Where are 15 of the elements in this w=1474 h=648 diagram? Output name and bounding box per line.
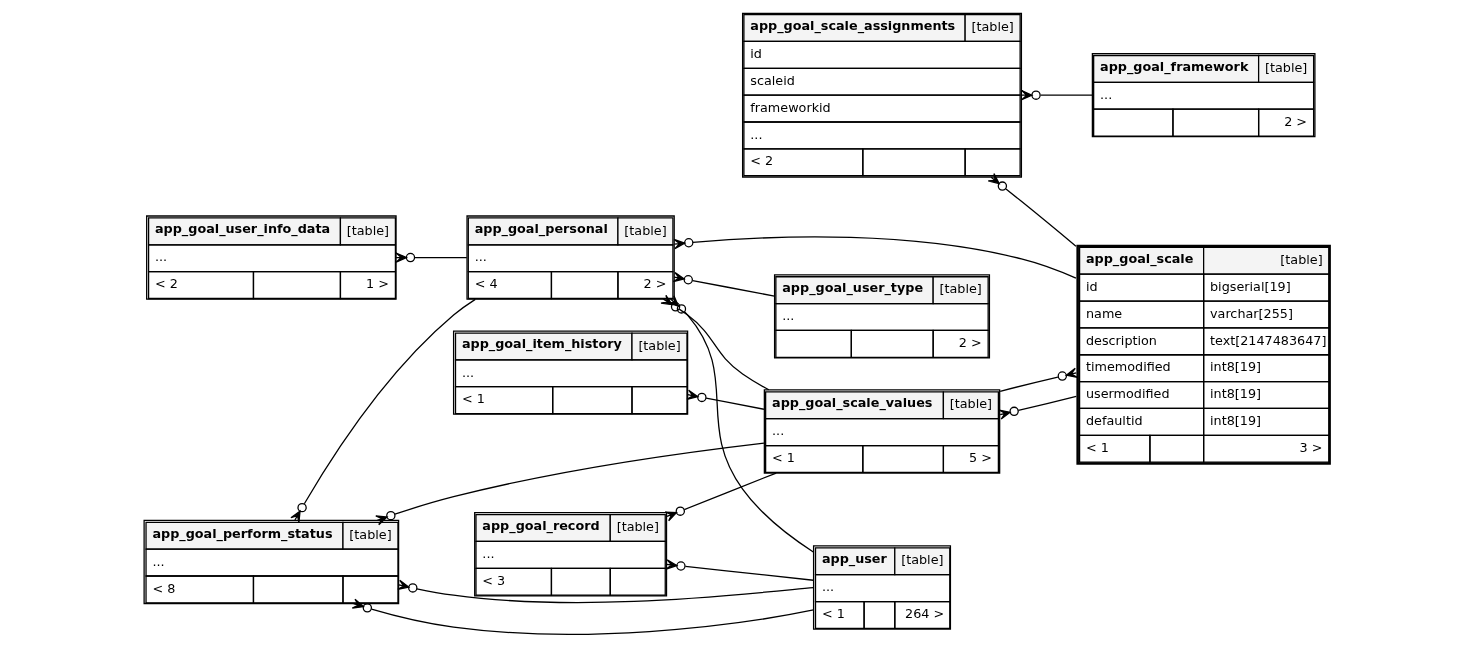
connector bbox=[672, 271, 775, 297]
connector bbox=[987, 172, 1077, 247]
connector bbox=[999, 367, 1078, 392]
connector bbox=[1020, 89, 1093, 101]
connector bbox=[374, 442, 765, 526]
connector bbox=[998, 395, 1077, 420]
connector bbox=[665, 559, 814, 581]
connector bbox=[395, 252, 467, 263]
connector bbox=[396, 579, 814, 604]
connector bbox=[672, 236, 1077, 279]
connector bbox=[351, 598, 814, 635]
connector bbox=[685, 389, 765, 410]
connector bbox=[289, 298, 476, 523]
connector bbox=[664, 472, 777, 522]
connector bbox=[666, 295, 814, 553]
